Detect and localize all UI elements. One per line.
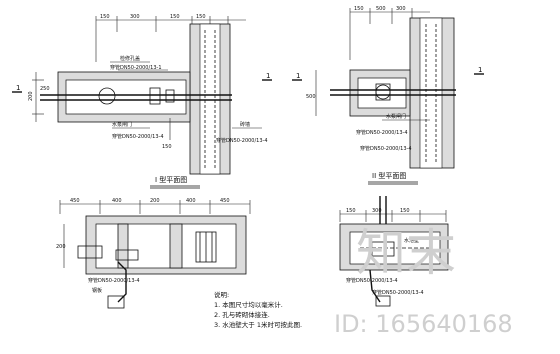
- watermark: 知末 ID: 165640168: [334, 224, 513, 338]
- label-pipe-2: 穿管DN50-2000/13-4: [112, 133, 164, 140]
- label-ex: 水池壁: [404, 237, 419, 244]
- dim-d12: 450: [220, 198, 230, 204]
- dim-d4: 150: [196, 14, 206, 20]
- dim-s2-2: 300: [372, 208, 382, 214]
- section-2: 150 300 150 穿管DN50-2000/13-4 穿管DN50-2000…: [339, 196, 449, 307]
- dim-d15: 150: [354, 6, 364, 12]
- note-item-2: 2. 孔与砖砌体接连.: [214, 311, 270, 319]
- label-pipe-7: 穿管DN50-2000/13-4: [346, 277, 398, 284]
- plan-2-title: II 型平面图: [372, 171, 406, 180]
- watermark-logo: 知末: [356, 224, 456, 282]
- dim-d8: 450: [70, 198, 80, 204]
- dim-d11: 400: [186, 198, 196, 204]
- dim-d10: 200: [150, 198, 160, 204]
- section-1: 450 400 200 400 450 200 穿管DN50-2000/13-4…: [56, 198, 251, 309]
- plan-1: 150 300 150 150 200 250 1 1 检修孔盖 穿管DN50-: [12, 14, 272, 189]
- label-valve: 水泵闸门: [112, 121, 132, 128]
- dim-d16: 500: [376, 6, 386, 12]
- label-cover: 检修孔盖: [120, 55, 140, 62]
- label-pipe-6: 穿管DN50-2000/13-4: [88, 277, 140, 284]
- dim-s2-1: 150: [346, 208, 356, 214]
- dim-d6: 250: [40, 86, 50, 92]
- dim-d7: 150: [162, 144, 172, 150]
- dim-d5: 200: [28, 91, 34, 101]
- label-pipe-5: 穿管DN50-2000/13-4: [360, 145, 412, 152]
- label-pipe-1: 穿管DN50-2000/13-1: [110, 64, 162, 71]
- dim-d3: 150: [170, 14, 180, 20]
- section-mark-1: 1: [16, 84, 20, 92]
- note-item-1: 1. 本图尺寸均以毫米计.: [214, 301, 283, 309]
- section-mark-4: 1: [478, 66, 482, 74]
- label-flange: 钢板: [92, 287, 102, 294]
- dim-d2: 300: [130, 14, 140, 20]
- dim-side: 200: [56, 244, 66, 250]
- notes-block: 说明: 1. 本图尺寸均以毫米计. 2. 孔与砖砌体接连. 3. 水池壁大于 1…: [214, 290, 364, 330]
- watermark-id: ID: 165640168: [334, 310, 513, 338]
- note-item-3: 3. 水池壁大于 1米时可按此图.: [214, 321, 303, 329]
- dim-d9: 400: [112, 198, 122, 204]
- dim-d1: 150: [100, 14, 110, 20]
- label-wall: 砖墙: [240, 121, 250, 128]
- label-pipe-4: 穿管DN50-2000/13-4: [356, 129, 408, 136]
- section-mark-3: 1: [296, 72, 300, 80]
- dim-d13: 300: [396, 6, 406, 12]
- label-wall-2: 穿管DN50-2000/13-4: [372, 289, 424, 296]
- section-mark-2: 1: [266, 72, 270, 80]
- label-valve-2: 水泵闸门: [386, 113, 406, 120]
- label-pipe-3: 穿管DN50-2000/13-4: [216, 137, 268, 144]
- plan-2: 150 500 300 500 1 1 水泵闸门 穿管DN50-2000/13-…: [292, 6, 484, 185]
- dim-d14: 500: [306, 94, 316, 100]
- dim-s2-3: 150: [400, 208, 410, 214]
- plan-1-title: I 型平面图: [155, 175, 187, 184]
- notes-title: 说明:: [214, 291, 230, 299]
